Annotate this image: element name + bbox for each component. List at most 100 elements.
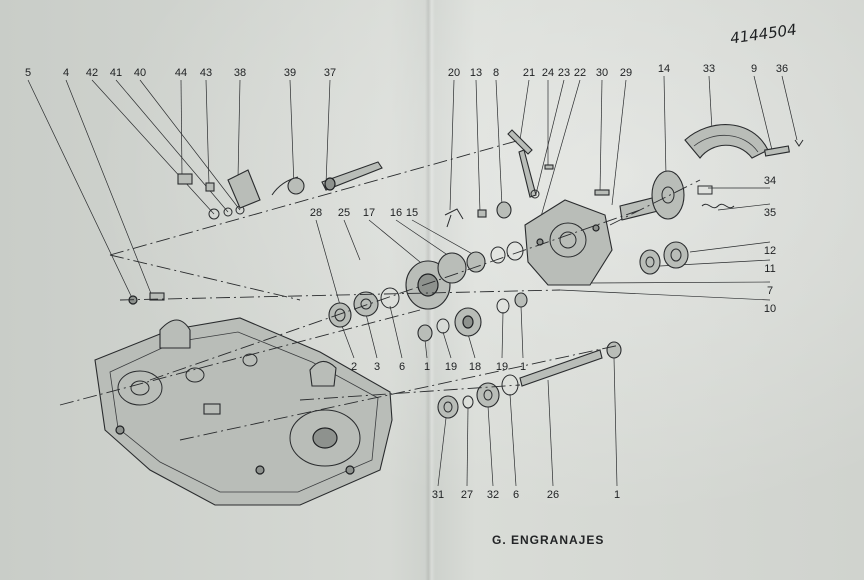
leader-39 — [289, 79, 295, 187]
leader-19 — [442, 331, 452, 359]
gear-cover — [524, 199, 613, 286]
shaft-37 — [321, 161, 383, 191]
leader-6 — [389, 305, 403, 359]
leader-26 — [547, 379, 554, 487]
leader-8 — [495, 79, 503, 207]
callout-25: 25 — [338, 207, 350, 219]
callout-35: 35 — [764, 207, 776, 219]
leader-20 — [449, 79, 455, 211]
callout-7: 7 — [767, 285, 773, 297]
leader-29 — [611, 79, 627, 206]
engine-housing — [94, 317, 393, 506]
callout-30: 30 — [596, 67, 608, 79]
leader-44 — [180, 79, 183, 177]
leader-19 — [501, 311, 504, 359]
output-shaft — [619, 170, 685, 221]
leader-37 — [325, 79, 331, 185]
leader-3 — [365, 313, 378, 359]
callout-39: 39 — [284, 67, 296, 79]
leader-6 — [509, 393, 517, 487]
leader-23 — [535, 79, 565, 195]
callout-13: 13 — [470, 67, 482, 79]
callout-43: 43 — [200, 67, 212, 79]
callout-15: 15 — [406, 207, 418, 219]
leader-40 — [139, 79, 241, 211]
callout-26: 26 — [547, 489, 559, 501]
leader-21 — [519, 79, 530, 141]
leader-35 — [717, 203, 771, 211]
callout-18: 18 — [469, 361, 481, 373]
callout-8: 8 — [493, 67, 499, 79]
leader-18 — [467, 333, 476, 359]
leader-41 — [115, 79, 229, 213]
leader-2 — [341, 325, 355, 359]
callout-11: 11 — [764, 263, 775, 275]
bearings-11-12 — [639, 241, 689, 275]
callout-5: 5 — [25, 67, 31, 79]
callout-27: 27 — [461, 489, 473, 501]
callout-14: 14 — [658, 63, 670, 75]
callout-1: 1 — [520, 361, 526, 373]
callout-32: 32 — [487, 489, 499, 501]
leader-12 — [689, 241, 771, 253]
callout-40: 40 — [134, 67, 146, 79]
leader-31 — [437, 417, 447, 487]
callout-20: 20 — [448, 67, 460, 79]
callout-33: 33 — [703, 63, 715, 75]
leader-13 — [475, 79, 481, 213]
leader-14 — [663, 75, 667, 177]
leader-5 — [27, 79, 134, 301]
leader-43 — [205, 79, 210, 186]
leader-28 — [315, 219, 341, 306]
callout-17: 17 — [363, 207, 375, 219]
callout-23: 23 — [558, 67, 570, 79]
leader-36 — [781, 75, 798, 141]
callout-28: 28 — [310, 207, 322, 219]
leader-38 — [237, 79, 241, 179]
callout-31: 31 — [432, 489, 444, 501]
callout-6: 6 — [399, 361, 405, 373]
callout-38: 38 — [234, 67, 246, 79]
callout-3: 3 — [374, 361, 380, 373]
callout-42: 42 — [86, 67, 98, 79]
leader-30 — [599, 79, 603, 193]
leader-lines — [27, 75, 798, 487]
shift-fork-and-lever — [444, 129, 610, 228]
leader-10 — [559, 289, 771, 301]
leader-22 — [539, 79, 581, 221]
callout-44: 44 — [175, 67, 187, 79]
leader-16 — [395, 219, 453, 259]
callout-22: 22 — [574, 67, 586, 79]
callout-29: 29 — [620, 67, 632, 79]
callout-41: 41 — [110, 67, 122, 79]
leader-7 — [589, 281, 771, 284]
diagram-caption: G. ENGRANAJES — [492, 533, 605, 547]
callout-6: 6 — [513, 489, 519, 501]
leader-17 — [368, 219, 421, 263]
leader-32 — [487, 405, 494, 487]
leader-1 — [613, 357, 618, 487]
callout-24: 24 — [542, 67, 554, 79]
leader-1 — [520, 305, 524, 359]
cover-33 — [684, 124, 804, 209]
gear-cluster — [328, 241, 528, 342]
leader-1 — [424, 339, 428, 359]
lower-shaft-assembly — [437, 341, 622, 419]
callout-19: 19 — [445, 361, 457, 373]
leader-27 — [466, 407, 469, 487]
bolts-and-washers — [128, 169, 305, 305]
callout-2: 2 — [351, 361, 357, 373]
callout-36: 36 — [776, 63, 788, 75]
leader-33 — [708, 75, 713, 131]
leader-4 — [65, 79, 153, 297]
callout-19: 19 — [496, 361, 508, 373]
callout-10: 10 — [764, 303, 776, 315]
callout-9: 9 — [751, 63, 757, 75]
callout-34: 34 — [764, 175, 776, 187]
callout-1: 1 — [614, 489, 620, 501]
callout-4: 4 — [63, 67, 69, 79]
callout-37: 37 — [324, 67, 336, 79]
